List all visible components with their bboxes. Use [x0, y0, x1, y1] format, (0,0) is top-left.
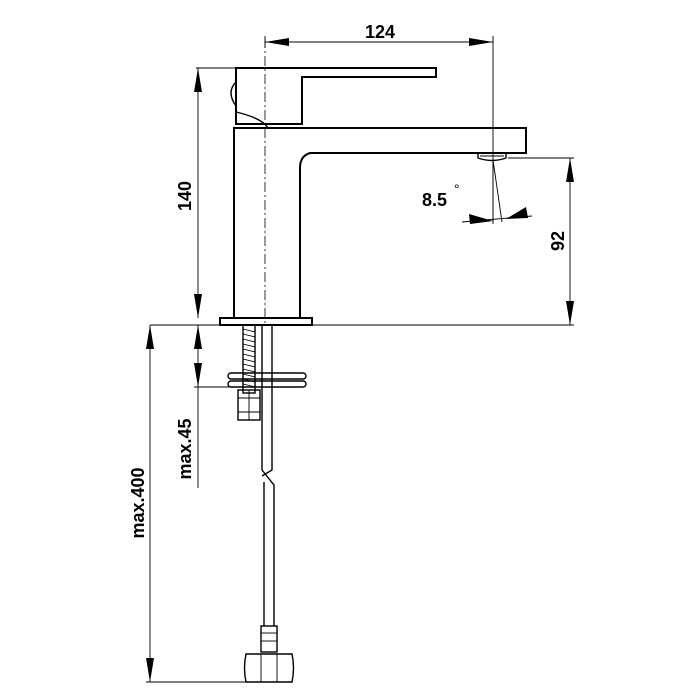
base-plate — [219, 317, 313, 326]
dim-spout-reach: 124 — [264, 22, 494, 222]
dim-label-max400: max.400 — [128, 467, 148, 538]
hose-ferrule — [260, 625, 278, 653]
dim-body-height: 140 — [175, 67, 236, 318]
dim-max-thickness: max.45 — [175, 325, 236, 488]
dim-label-124: 124 — [365, 22, 395, 42]
dim-max-hose: max.400 — [128, 325, 246, 683]
dim-label-140: 140 — [175, 181, 195, 211]
hose-hex-nut — [243, 653, 295, 683]
aerator — [477, 153, 507, 162]
body-and-spout — [233, 127, 527, 319]
flexible-hose — [261, 325, 275, 626]
degree-symbol: ° — [454, 181, 460, 197]
dim-label-angle: 8.5 — [422, 190, 447, 210]
faucet-body — [219, 67, 527, 326]
handle-lever — [235, 67, 437, 125]
dim-outlet-angle: 8.5 ° — [422, 159, 533, 224]
washer-top — [227, 372, 307, 380]
dim-label-92: 92 — [548, 231, 568, 251]
dim-label-max45: max.45 — [175, 418, 195, 479]
handle-knob — [230, 81, 237, 107]
mounting-hardware — [227, 324, 307, 683]
handle-base-curve — [235, 111, 269, 129]
dim-outlet-height: 92 — [508, 157, 574, 325]
washer-bottom — [227, 380, 307, 388]
